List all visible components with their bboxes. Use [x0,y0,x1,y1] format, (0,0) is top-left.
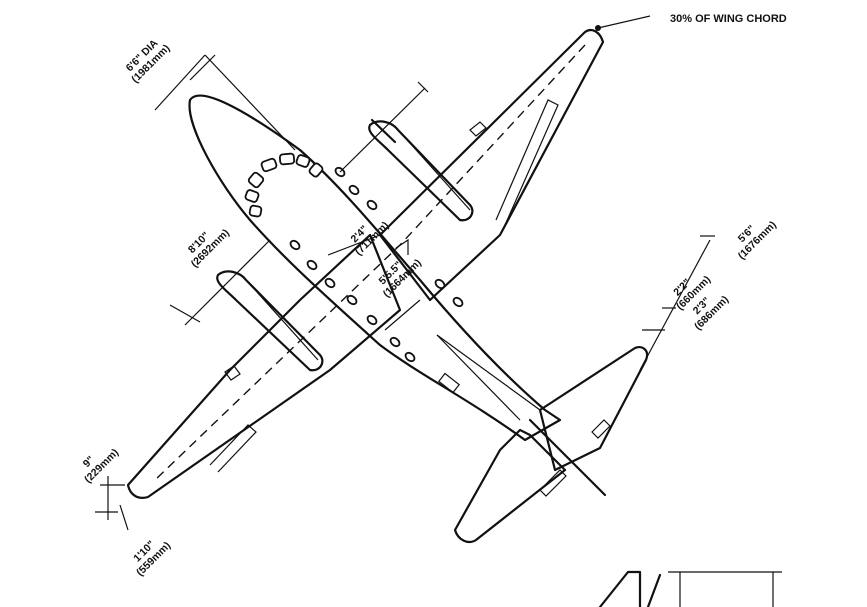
fuselage [188,94,562,442]
left-nacelle [216,270,324,372]
horizontal-tail [453,346,649,544]
cockpit-windows [244,152,324,218]
main-wing [126,28,605,499]
cabin-windows [289,166,464,363]
wing-chord-note: 30% OF WING CHORD [670,13,787,25]
dimension-lines [95,15,715,531]
side-view-stub [598,570,782,607]
right-nacelle [368,118,474,222]
